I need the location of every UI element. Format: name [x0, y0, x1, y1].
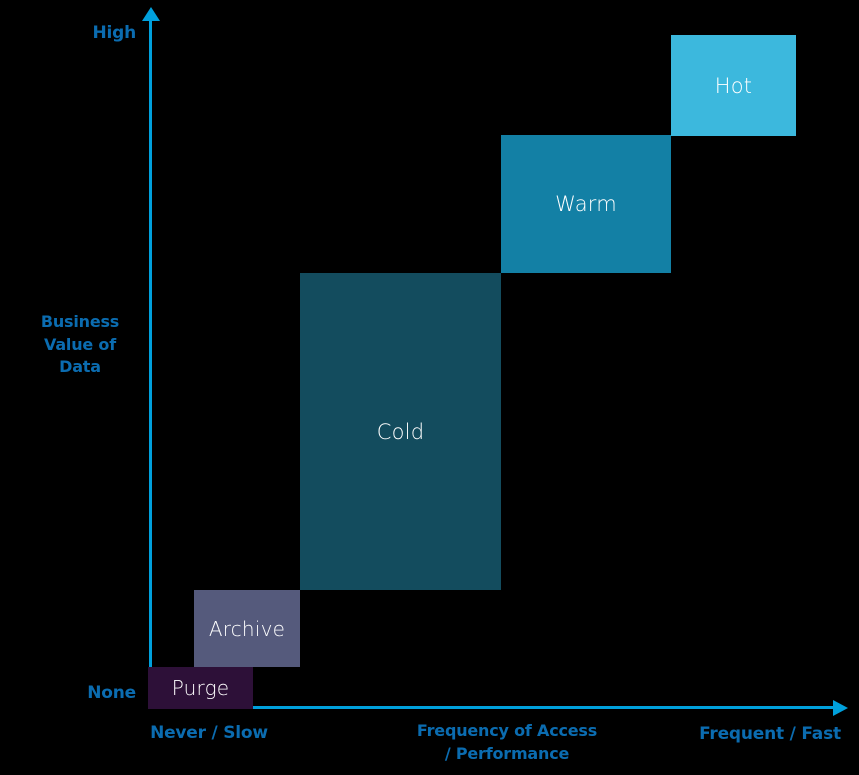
x-axis-line: [149, 706, 836, 709]
x-axis-min-label: Never / Slow: [150, 723, 268, 743]
tier-label-purge: Purge: [171, 676, 230, 700]
tier-block-archive[interactable]: Archive: [194, 590, 300, 667]
y-axis-max-label: High: [92, 23, 136, 43]
tier-block-cold[interactable]: Cold: [300, 273, 501, 590]
y-axis-title: Business Value of Data: [40, 312, 120, 377]
tier-label-archive: Archive: [208, 616, 286, 641]
y-axis-arrow-icon: [142, 7, 160, 21]
y-axis-line: [149, 18, 152, 709]
tier-block-purge[interactable]: Purge: [148, 667, 253, 709]
y-axis-min-label: None: [87, 683, 136, 703]
x-axis-max-label: Frequent / Fast: [699, 724, 841, 744]
tier-label-hot: Hot: [714, 73, 753, 98]
x-axis-arrow-icon: [833, 700, 848, 716]
x-axis-title: Frequency of Access / Performance: [416, 721, 598, 763]
tier-block-hot[interactable]: Hot: [671, 35, 796, 136]
tier-label-cold: Cold: [376, 419, 425, 444]
tier-block-warm[interactable]: Warm: [501, 135, 671, 273]
tier-label-warm: Warm: [555, 192, 617, 216]
